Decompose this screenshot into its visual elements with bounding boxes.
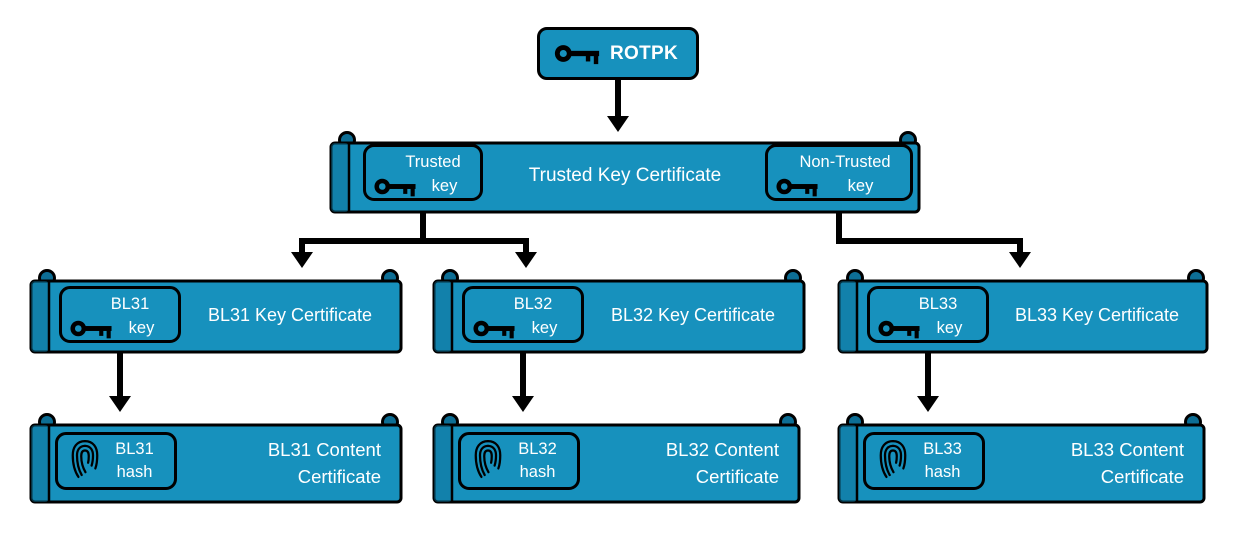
rotpk-label: ROTPK <box>610 42 678 64</box>
key-icon <box>554 41 600 66</box>
badge-label-line2: key <box>431 177 458 195</box>
non-trusted-key-badge: Non-Trusted key <box>765 144 913 201</box>
fingerprint-icon <box>877 438 909 485</box>
bl33-key-certificate-scroll: BL33 key BL33 Key Certificate <box>833 268 1213 355</box>
badge-label-line1: Non-Trusted <box>799 153 891 171</box>
bl32-key-badge: BL32 key <box>462 286 584 343</box>
badge-label-line1: BL32 <box>518 440 557 458</box>
badge-label-line1: BL33 <box>923 440 962 458</box>
badge-label-line2: hash <box>519 463 556 481</box>
badge-label-line2: hash <box>924 463 961 481</box>
bl33-key-badge: BL33 key <box>867 286 989 343</box>
bl32-key-certificate-scroll: BL32 key BL32 Key Certificate <box>428 268 810 355</box>
key-icon <box>877 317 921 340</box>
bl32-content-certificate-scroll: BL32 hash BL32 Content Certificate <box>428 412 805 505</box>
bl33-content-certificate-scroll: BL33 hash BL33 Content Certificate <box>833 412 1210 505</box>
badge-label-line2: key <box>936 319 963 337</box>
bl31-key-badge: BL31 key <box>59 286 181 343</box>
badge-label-line2: key <box>847 177 874 195</box>
bl31-hash-badge: BL31 hash <box>55 432 177 490</box>
bl32-key-certificate-title: BL32 Key Certificate <box>610 305 776 325</box>
bl33-key-certificate-title: BL33 Key Certificate <box>1014 305 1180 325</box>
bl31-key-certificate-title: BL31 Key Certificate <box>207 305 373 325</box>
bl31-content-certificate-title: BL31 Content Certificate <box>267 439 381 487</box>
key-icon <box>472 317 516 340</box>
trusted-key-badge: Trusted key <box>363 144 483 201</box>
key-icon <box>775 175 819 198</box>
badge-label-line2: key <box>531 319 558 337</box>
trusted-key-certificate-title: Trusted Key Certificate <box>528 165 722 186</box>
badge-label-line1: BL33 <box>918 295 958 313</box>
badge-label-line1: BL32 <box>513 295 553 313</box>
bl31-key-certificate-scroll: BL31 key BL31 Key Certificate <box>25 268 407 355</box>
bl31-content-certificate-scroll: BL31 hash BL31 Content Certificate <box>25 412 407 505</box>
badge-label-line1: Trusted <box>405 153 461 171</box>
key-icon <box>69 317 113 340</box>
trusted-key-certificate-scroll: Trusted key Trusted Key Certificate Non-… <box>325 130 925 215</box>
badge-label-line2: hash <box>116 463 153 481</box>
badge-label-line1: BL31 <box>115 440 154 458</box>
rotpk-node: ROTPK <box>537 27 699 80</box>
key-icon <box>373 175 417 198</box>
bl32-hash-badge: BL32 hash <box>458 432 580 490</box>
fingerprint-icon <box>472 438 504 485</box>
badge-label-line2: key <box>128 319 155 337</box>
badge-label-line1: BL31 <box>110 295 150 313</box>
fingerprint-icon <box>69 438 101 485</box>
bl33-hash-badge: BL33 hash <box>863 432 985 490</box>
bl33-content-certificate-title: BL33 Content Certificate <box>1070 439 1184 487</box>
bl32-content-certificate-title: BL32 Content Certificate <box>665 439 779 487</box>
